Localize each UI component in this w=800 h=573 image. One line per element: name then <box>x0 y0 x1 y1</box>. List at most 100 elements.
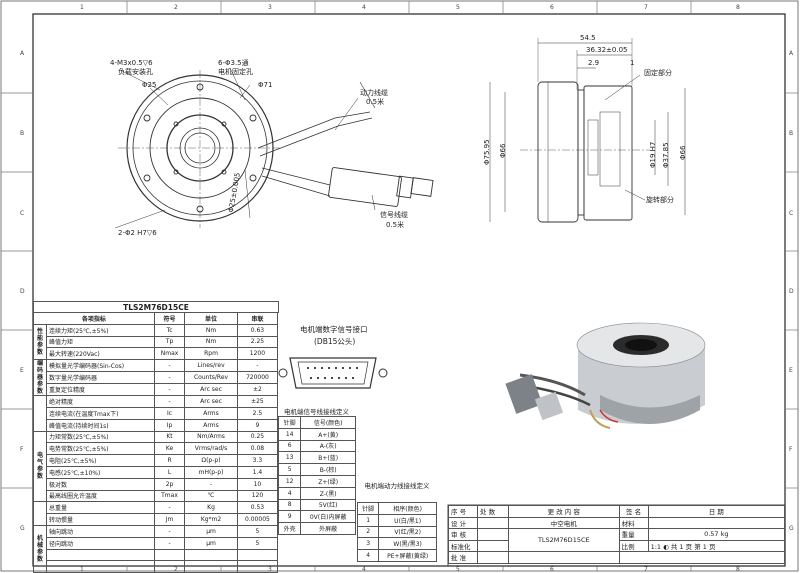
spec-item: 峰值力矩 <box>46 335 155 349</box>
spec-value: 720000 <box>236 371 279 385</box>
dim-small-length: 2.9 <box>588 59 600 67</box>
spec-item: 力矩常数(25℃,±5%) <box>46 430 155 444</box>
spec-unit: Arms <box>184 418 238 432</box>
spec-symbol: L <box>153 465 186 479</box>
spec-item: 重复定位精度 <box>46 383 155 397</box>
spec-table-row: 重复定位精度-Arc sec±2 <box>34 383 279 397</box>
zone-row-b-left: B <box>20 130 25 137</box>
spec-item: 径向跳动 <box>46 536 155 550</box>
spec-item <box>46 560 155 573</box>
spec-unit: Arc sec <box>184 383 238 397</box>
zone-row-e-right: E <box>789 367 793 374</box>
pin-number: 12 <box>277 474 302 488</box>
motor-3d-render <box>505 322 706 429</box>
pin-number: 4 <box>277 486 302 500</box>
zone-row-d-left: D <box>20 288 25 295</box>
label-dia-66-left: Φ66 <box>499 143 507 158</box>
spec-item: 总重量 <box>46 501 155 515</box>
tb-role-approve: 批 准 <box>448 551 478 564</box>
power-table-title: 电机端动力线接线定义 <box>364 482 430 490</box>
spec-header-symbol: 符号 <box>153 312 186 325</box>
spec-group-label: 机械参数 <box>33 524 47 573</box>
label-fixed-part: 固定部分 <box>644 69 672 77</box>
spec-item: 轴向跳动 <box>46 524 155 538</box>
title-block: 序 号 处 数 更 改 内 容 签 名 日 期 设 计 中空电机 材料 审 核 … <box>448 505 786 564</box>
spec-group-label: 性能参数 <box>33 323 47 361</box>
spec-group-label: 编码器参数 <box>33 359 47 397</box>
tb-scale-value: 1:1 <box>650 542 662 551</box>
spec-value: 3.3 <box>236 454 279 467</box>
spec-unit: Nm <box>184 335 238 349</box>
zone-row-c-right: C <box>789 210 794 217</box>
spec-unit: Nm <box>184 323 238 337</box>
power-header-pin: 针脚 <box>356 502 380 515</box>
spec-unit: Nm/Arms <box>184 430 238 444</box>
pin-number: 13 <box>277 451 302 465</box>
power-header-phase: 相序(颜色) <box>378 502 437 515</box>
pin-number: 2 <box>356 525 380 539</box>
pin-signal: V(红/黑2) <box>378 525 437 539</box>
tb-rev-count-header: 处 数 <box>477 505 509 518</box>
label-load-holes: 负载安装孔 <box>118 68 153 76</box>
label-signal-cable-length: 0.5米 <box>386 221 405 229</box>
spec-table-row <box>34 560 279 573</box>
zone-row-d-right: D <box>789 288 794 295</box>
zone-row-f-right: F <box>789 446 793 453</box>
spec-group-label <box>33 501 47 526</box>
spec-table-row <box>34 548 279 562</box>
spec-table-row: 绝对精度-Arc sec±25 <box>33 395 279 432</box>
zone-row-a-right: A <box>789 50 794 57</box>
spec-symbol: - <box>153 395 186 408</box>
spec-symbol <box>153 548 186 562</box>
pin-signal: 0V(白)内屏蔽 <box>300 510 356 524</box>
spec-symbol: - <box>153 524 186 538</box>
spec-value <box>236 560 279 573</box>
spec-table-title: TLS2M76D15CE <box>33 301 279 313</box>
spec-symbol: R <box>153 454 186 467</box>
zone-row-c-left: C <box>20 210 25 217</box>
spec-symbol: Tc <box>153 323 186 337</box>
spec-item: 电势常数(25℃,±5%) <box>46 442 155 456</box>
dim-one: 1 <box>630 59 635 67</box>
zone-col-6-bottom: 6 <box>550 566 554 573</box>
spec-item: 模拟量光学编码器(Sin-Cos) <box>46 359 155 373</box>
spec-unit: Lines/rev <box>184 359 238 373</box>
spec-unit: - <box>184 477 238 491</box>
pin-header-pin: 针脚 <box>277 416 302 429</box>
zone-row-g-right: G <box>789 525 794 532</box>
spec-symbol: Kt <box>153 430 186 444</box>
db15-pins <box>306 366 359 380</box>
label-rotating-part: 旋转部分 <box>646 196 674 204</box>
label-dia-75-95: Φ75.95 <box>483 139 491 165</box>
tb-part-no: TLS2M76D15CE <box>508 528 620 552</box>
label-dia-37-85: Φ37.85 <box>662 142 670 168</box>
pin-table-row: 外壳外屏蔽 <box>277 522 356 535</box>
spec-item: 连续力矩(25℃,±5%) <box>46 323 155 337</box>
connector-title: 电机端数字信号接口 <box>300 325 368 334</box>
label-power-cable: 动力线缆 <box>360 89 388 97</box>
spec-unit: μm <box>184 524 238 538</box>
pin-number: 6 <box>277 439 302 453</box>
pin-signal: A-(灰) <box>300 439 356 453</box>
spec-unit: Vrms/rad/s <box>184 442 238 456</box>
pin-number: 9 <box>277 510 302 524</box>
pin-table-title: 电机端信号线接线定义 <box>284 408 349 416</box>
label-dia-66-right: Φ66 <box>679 145 687 160</box>
tb-sheet-value: 共 1 页 第 1 页 <box>670 542 716 551</box>
zone-col-5-top: 5 <box>456 4 460 11</box>
dim-total-length: 54.5 <box>580 34 596 42</box>
spec-value: 0.25 <box>236 430 279 444</box>
tb-weight-value: 0.57 kg <box>647 528 786 541</box>
tb-weight-label: 重量 <box>618 528 649 541</box>
spec-header-item: 各项指标 <box>33 312 155 325</box>
